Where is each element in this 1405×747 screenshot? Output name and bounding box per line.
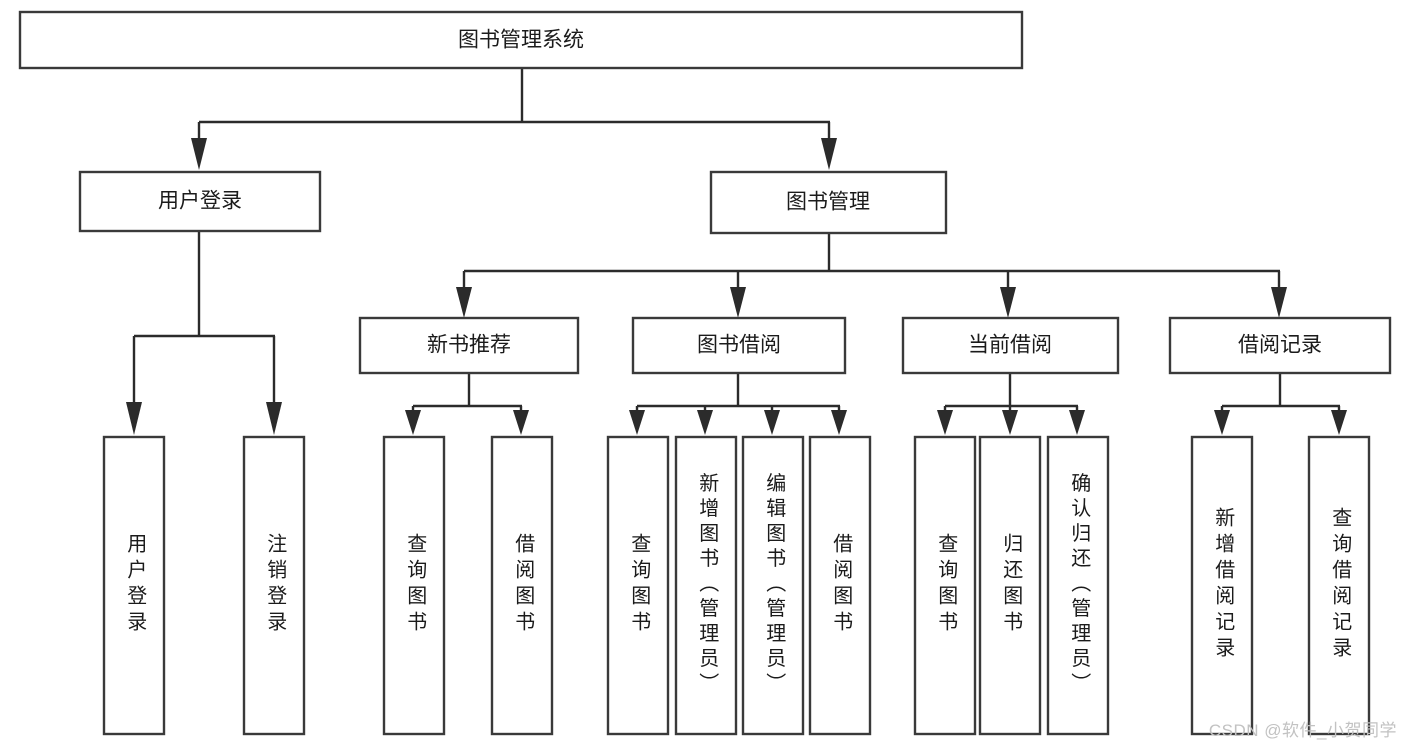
node-leaf-borrow-book-1[interactable]: 借阅图书 [490, 435, 554, 736]
arrow-head-leaf-borrow-book-2 [831, 410, 847, 435]
node-leaf-logout-login-box[interactable] [242, 435, 306, 736]
node-leaf-borrow-book-2-box[interactable] [808, 435, 872, 736]
node-leaf-edit-book-label: 编辑图书（管理员） [763, 472, 786, 697]
node-leaf-return-book[interactable]: 归还图书 [978, 435, 1042, 736]
arrow-head-book-management [821, 138, 837, 170]
node-leaf-confirm-return[interactable]: 确认归还（管理员） [1046, 435, 1110, 736]
node-leaf-query-book-1-label: 查询图书 [404, 533, 427, 637]
node-leaf-add-book-box[interactable] [674, 435, 738, 736]
node-book-management-box[interactable] [709, 170, 948, 235]
arrow-head-current-borrow [1000, 287, 1016, 318]
node-leaf-add-record-label: 新增借阅记录 [1212, 507, 1235, 663]
node-leaf-query-book-1-box[interactable] [382, 435, 446, 736]
node-leaf-query-book-2[interactable]: 查询图书 [606, 435, 670, 736]
arrow-head-leaf-confirm-return [1069, 410, 1085, 435]
arrow-head-leaf-logout-login [266, 402, 282, 435]
node-leaf-confirm-return-label: 确认归还（管理员） [1068, 472, 1091, 697]
arrow-head-leaf-borrow-book-1 [513, 410, 529, 435]
node-new-book-recommend[interactable]: 新书推荐 [358, 316, 580, 375]
arrow-head-borrow-record [1271, 287, 1287, 318]
arrow-head-leaf-add-book [697, 410, 713, 435]
node-leaf-user-login[interactable]: 用户登录 [102, 435, 166, 736]
node-current-borrow-label: 当前借阅 [968, 334, 1052, 357]
node-user-login[interactable]: 用户登录 [78, 170, 322, 233]
connector-layer [126, 68, 1347, 435]
node-book-management[interactable]: 图书管理 [709, 170, 948, 235]
node-leaf-query-record-label: 查询借阅记录 [1329, 507, 1352, 663]
node-leaf-borrow-book-1-label: 借阅图书 [512, 533, 535, 637]
node-leaf-edit-book-box[interactable] [741, 435, 805, 736]
arrow-head-new-book-recommend [456, 287, 472, 318]
node-leaf-return-book-label: 归还图书 [1000, 533, 1023, 637]
node-leaf-logout-login[interactable]: 注销登录 [242, 435, 306, 736]
node-new-book-recommend-label: 新书推荐 [427, 334, 511, 357]
arrow-head-leaf-query-book-1 [405, 410, 421, 435]
arrow-head-leaf-add-record [1214, 410, 1230, 435]
node-leaf-query-record[interactable]: 查询借阅记录 [1307, 435, 1371, 736]
node-borrow-record-label: 借阅记录 [1238, 334, 1322, 357]
node-leaf-query-book-3-box[interactable] [913, 435, 977, 736]
node-leaf-user-login-box[interactable] [102, 435, 166, 736]
node-book-borrow[interactable]: 图书借阅 [631, 316, 847, 375]
arrow-head-book-borrow [730, 287, 746, 318]
node-leaf-query-record-box[interactable] [1307, 435, 1371, 736]
node-leaf-query-book-2-label: 查询图书 [628, 533, 651, 637]
node-root-box[interactable] [18, 10, 1024, 70]
node-leaf-add-record-box[interactable] [1190, 435, 1254, 736]
node-leaf-borrow-book-1-box[interactable] [490, 435, 554, 736]
node-leaf-add-book[interactable]: 新增图书（管理员） [674, 435, 738, 736]
arrow-head-leaf-edit-book [764, 410, 780, 435]
node-current-borrow[interactable]: 当前借阅 [901, 316, 1120, 375]
arrow-head-leaf-query-book-2 [629, 410, 645, 435]
node-borrow-record-box[interactable] [1168, 316, 1392, 375]
node-current-borrow-box[interactable] [901, 316, 1120, 375]
node-leaf-query-book-1[interactable]: 查询图书 [382, 435, 446, 736]
node-book-borrow-label: 图书借阅 [697, 334, 781, 357]
arrow-head-leaf-return-book [1002, 410, 1018, 435]
node-leaf-add-book-label: 新增图书（管理员） [696, 472, 719, 697]
node-leaf-logout-login-label: 注销登录 [264, 533, 287, 637]
node-leaf-confirm-return-box[interactable] [1046, 435, 1110, 736]
node-leaf-query-book-3[interactable]: 查询图书 [913, 435, 977, 736]
node-user-login-label: 用户登录 [158, 190, 242, 213]
node-leaf-borrow-book-2-label: 借阅图书 [830, 533, 853, 637]
node-book-borrow-box[interactable] [631, 316, 847, 375]
arrow-head-leaf-query-book-3 [937, 410, 953, 435]
node-leaf-edit-book[interactable]: 编辑图书（管理员） [741, 435, 805, 736]
arrow-head-user-login [191, 138, 207, 170]
node-leaf-query-book-3-label: 查询图书 [935, 533, 958, 637]
node-borrow-record[interactable]: 借阅记录 [1168, 316, 1392, 375]
csdn-watermark: CSDN @软件_小贺同学 [1208, 721, 1397, 740]
node-root-label: 图书管理系统 [458, 29, 584, 52]
node-user-login-box[interactable] [78, 170, 322, 233]
node-leaf-add-record[interactable]: 新增借阅记录 [1190, 435, 1254, 736]
node-root[interactable]: 图书管理系统 [18, 10, 1024, 70]
node-leaf-query-book-2-box[interactable] [606, 435, 670, 736]
node-leaf-borrow-book-2[interactable]: 借阅图书 [808, 435, 872, 736]
node-book-management-label: 图书管理 [786, 191, 870, 214]
node-leaf-user-login-label: 用户登录 [124, 533, 147, 637]
arrow-head-leaf-query-record [1331, 410, 1347, 435]
node-leaf-return-book-box[interactable] [978, 435, 1042, 736]
node-new-book-recommend-box[interactable] [358, 316, 580, 375]
arrow-head-leaf-user-login [126, 402, 142, 435]
